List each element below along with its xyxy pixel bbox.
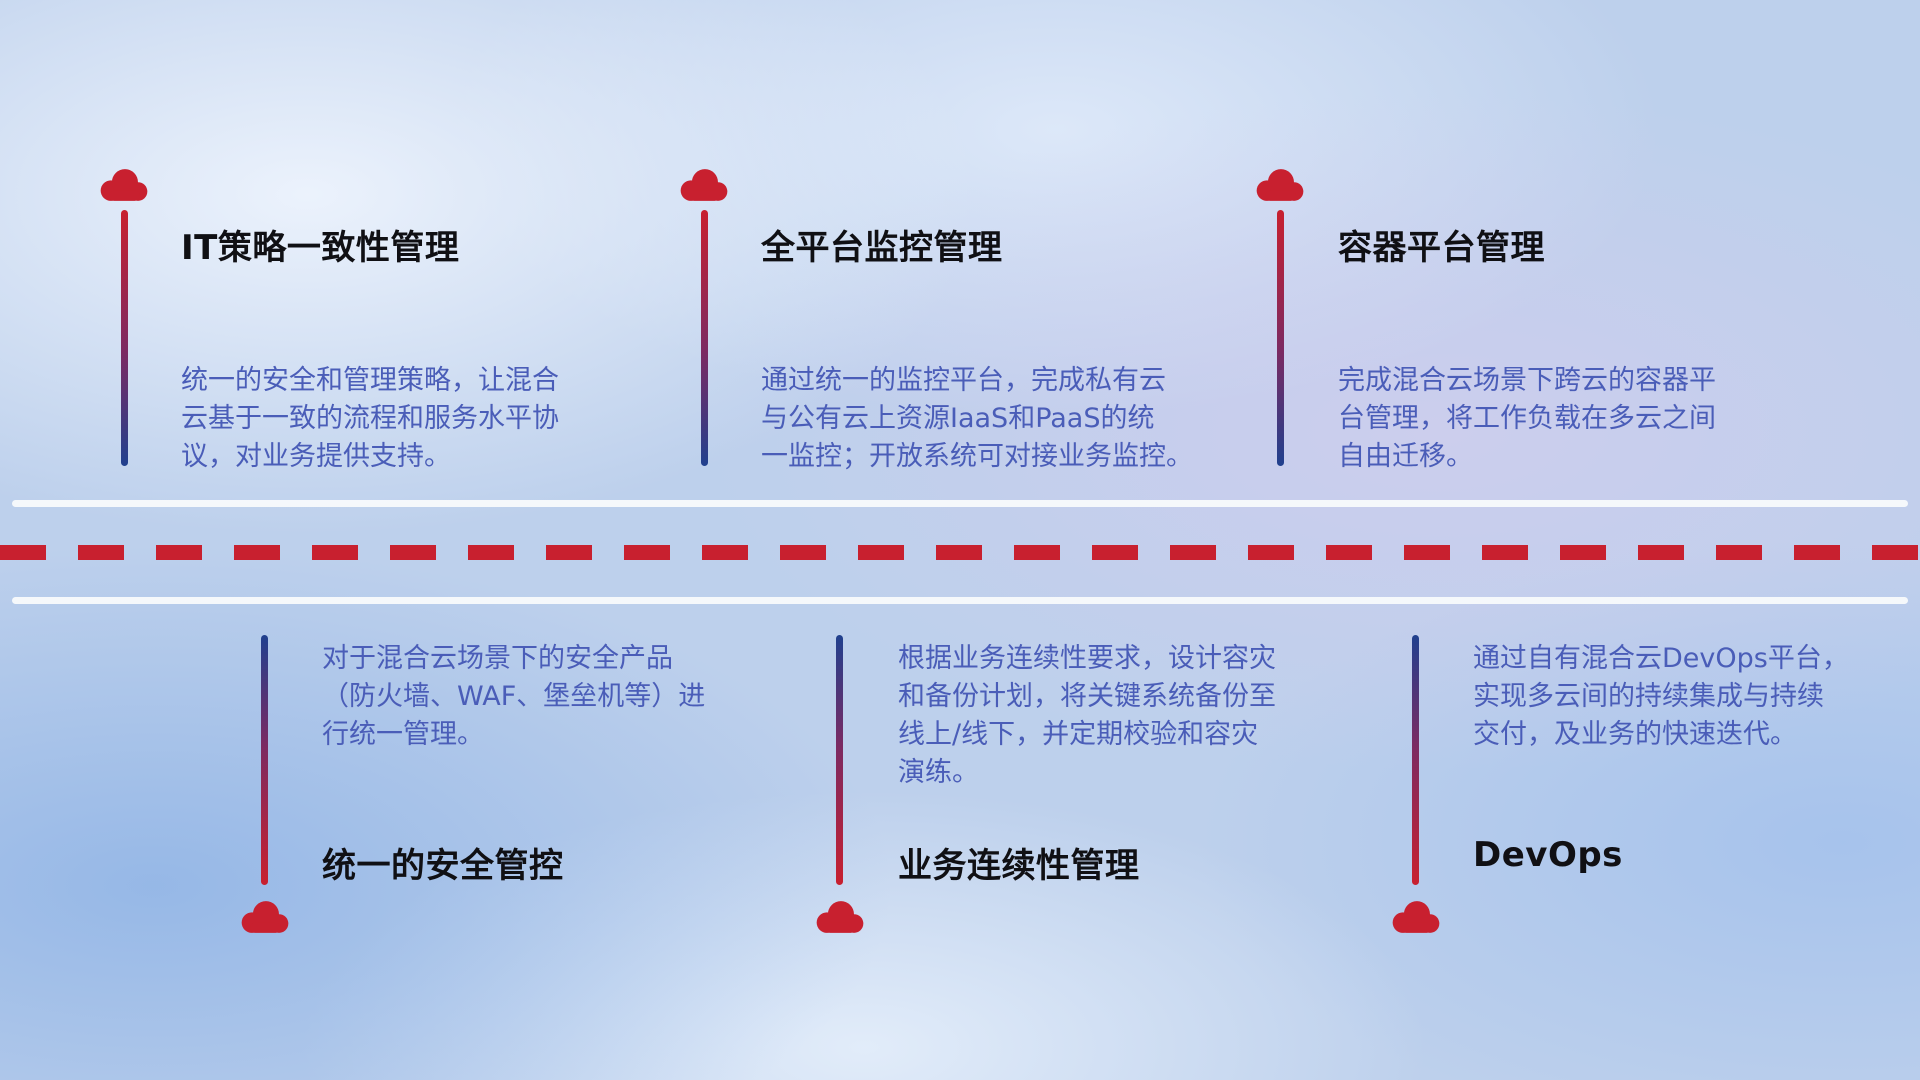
connector-line <box>701 210 708 466</box>
connector-line <box>836 635 843 885</box>
feature-title: 统一的安全管控 <box>322 846 564 886</box>
cloud-icon <box>96 166 152 204</box>
feature-description: 统一的安全和管理策略，让混合 云基于一致的流程和服务水平协 议，对业务提供支持。 <box>181 365 559 472</box>
feature-title: 全平台监控管理 <box>761 228 1003 268</box>
connector-line <box>1412 635 1419 885</box>
feature-description: 根据业务连续性要求，设计容灾 和备份计划，将关键系统备份至 线上/线下，并定期校… <box>898 643 1276 788</box>
feature-title: 业务连续性管理 <box>898 846 1140 886</box>
feature-title: 容器平台管理 <box>1338 228 1545 268</box>
connector-line <box>261 635 268 885</box>
connector-line <box>121 210 128 466</box>
cloud-icon <box>812 898 868 936</box>
axis-bottom-white-line <box>12 597 1908 604</box>
feature-description: 完成混合云场景下跨云的容器平 台管理，将工作负载在多云之间 自由迁移。 <box>1338 365 1716 472</box>
cloud-icon <box>1252 166 1308 204</box>
feature-description: 通过自有混合云DevOps平台， 实现多云间的持续集成与持续 交付，及业务的快速… <box>1473 643 1849 750</box>
feature-title: IT策略一致性管理 <box>181 228 460 268</box>
feature-title: DevOps <box>1473 835 1623 875</box>
connector-line <box>1277 210 1284 466</box>
cloud-icon <box>237 898 293 936</box>
cloud-icon <box>676 166 732 204</box>
feature-description: 通过统一的监控平台，完成私有云 与公有云上资源IaaS和PaaS的统 一监控；开… <box>761 365 1193 472</box>
axis-red-dashed-line <box>0 545 1920 560</box>
axis-top-white-line <box>12 500 1908 507</box>
feature-description: 对于混合云场景下的安全产品 （防火墙、WAF、堡垒机等）进 行统一管理。 <box>322 643 706 750</box>
cloud-icon <box>1388 898 1444 936</box>
